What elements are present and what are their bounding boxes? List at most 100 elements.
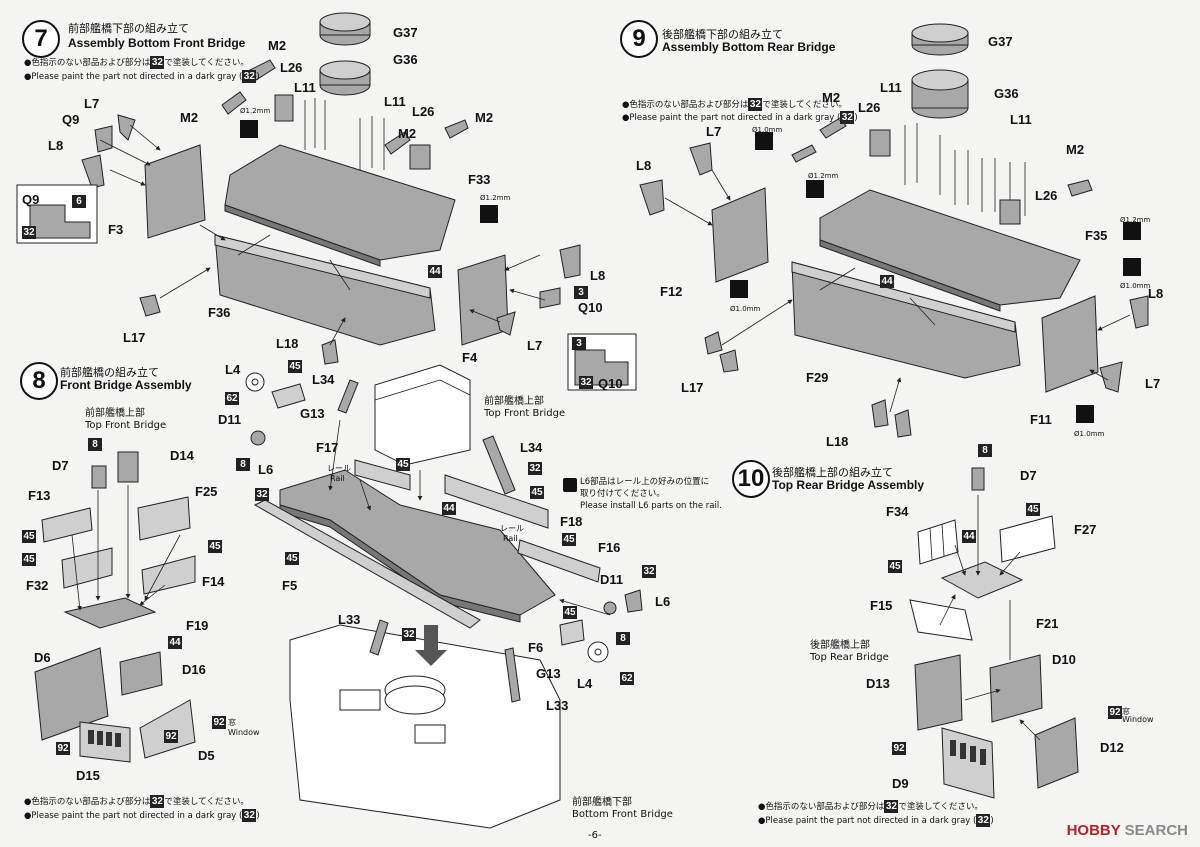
step-9-paint-note-en: ●Please paint the part not directed in a… — [622, 111, 858, 124]
window-label-jp-2: 窓 — [1122, 707, 1130, 716]
top-rear-bridge-jp: 後部艦橋上部 — [810, 640, 870, 651]
part-label: L7 — [706, 124, 722, 139]
part-label: F12 — [660, 284, 683, 299]
paint-code-badge: 8 — [978, 444, 992, 457]
paint-code-badge: 44 — [428, 265, 442, 278]
hobbysearch-watermark: HOBBY SEARCH — [1067, 822, 1188, 839]
page-number: -6- — [588, 830, 602, 841]
part-label: D13 — [866, 676, 890, 691]
paint-code-badge: 8 — [616, 632, 630, 645]
part-label: G13 — [536, 666, 561, 681]
part-label: L17 — [681, 380, 704, 395]
paint-code-badge: 45 — [285, 552, 299, 565]
paint-code-badge: 92 — [164, 730, 178, 743]
paint-code-badge: 44 — [442, 502, 456, 515]
step-7-title-en: Assembly Bottom Front Bridge — [68, 36, 246, 50]
bottom-front-bridge-jp: 前部艦橋下部 — [572, 797, 632, 808]
part-label: L26 — [280, 60, 303, 75]
top-front-bridge-jp-left: 前部艦橋上部 — [85, 408, 145, 419]
part-label: L6 — [655, 594, 671, 609]
rail-note-jp-1: L6部品はレール上の好みの位置に — [580, 477, 710, 487]
step-8-number: 8 — [20, 362, 58, 400]
part-label: F27 — [1074, 522, 1097, 537]
drill-size-8: Ø1.0mm — [1074, 430, 1105, 438]
part-label: F4 — [462, 350, 478, 365]
part-label: G36 — [393, 52, 418, 67]
paint-code-badge: 92 — [892, 742, 906, 755]
paint-code-badge: 92 — [212, 716, 226, 729]
rail-label-jp-2: レール — [500, 524, 524, 533]
part-label: D9 — [892, 776, 909, 791]
hobby-text: HOBBY — [1066, 822, 1121, 839]
paint-code-badge: 44 — [168, 636, 182, 649]
part-label: D7 — [52, 458, 69, 473]
drill-size-4: Ø1.2mm — [808, 172, 839, 180]
step-7-paint-note-en: ●Please paint the part not directed in a… — [24, 70, 260, 83]
part-label: Q10 — [578, 300, 603, 315]
rail-label-en-2: Rail — [503, 534, 518, 543]
part-label: L11 — [880, 80, 902, 95]
top-front-bridge-en-left: Top Front Bridge — [85, 420, 167, 431]
paint-code-badge: 32 — [642, 565, 656, 578]
paint-code-badge: 8 — [88, 438, 102, 451]
part-label: F6 — [528, 640, 544, 655]
part-label: D5 — [198, 748, 215, 763]
part-label: L8 — [48, 138, 64, 153]
step-10-paint-note-jp: ●色指示のない部品および部分は32で塗装してください。 — [758, 800, 983, 813]
paint-code-badge: 32 — [255, 488, 269, 501]
paint-code-badge: 45 — [1026, 503, 1040, 516]
top-front-bridge-jp: 前部艦橋上部 — [484, 396, 544, 407]
part-label: L8 — [590, 268, 606, 283]
part-label: Q9 — [22, 192, 40, 207]
paint-code-badge: 45 — [563, 606, 577, 619]
drill-size-5: Ø1.0mm — [730, 305, 761, 313]
part-label: G37 — [393, 25, 418, 40]
paint-code-badge: 8 — [236, 458, 250, 471]
part-label: G36 — [994, 86, 1019, 101]
part-label: L26 — [412, 104, 435, 119]
paint-code-badge: 45 — [396, 458, 410, 471]
paint-code-badge: 45 — [22, 530, 36, 543]
drill-size-7: Ø1.0mm — [1120, 282, 1151, 290]
part-label: L7 — [84, 96, 100, 111]
part-label: D16 — [182, 662, 206, 677]
step-10-number: 10 — [732, 460, 770, 498]
window-label-jp-1: 窓 — [228, 718, 236, 727]
paint-code-badge: 45 — [888, 560, 902, 573]
part-label: F15 — [870, 598, 893, 613]
paint-code-badge: 45 — [288, 360, 302, 373]
paint-code-badge: 44 — [880, 275, 894, 288]
drill-size-1: Ø1.2mm — [240, 107, 271, 115]
bottom-front-bridge-en: Bottom Front Bridge — [572, 809, 673, 820]
part-label: L11 — [294, 80, 316, 95]
rail-note-jp-2: 取り付けてください。 — [580, 489, 665, 499]
step-7-title-jp: 前部艦橋下部の組み立て — [68, 22, 189, 35]
part-label: F29 — [806, 370, 829, 385]
paint-code-badge: 92 — [1108, 706, 1122, 719]
part-label: F35 — [1085, 228, 1108, 243]
part-label: D7 — [1020, 468, 1037, 483]
window-label-en-2: Window — [1122, 715, 1154, 724]
part-label: F19 — [186, 618, 209, 633]
step-8-paint-note-jp: ●色指示のない部品および部分は32で塗装してください。 — [24, 795, 249, 808]
part-label: D11 — [218, 412, 242, 427]
part-label: L34 — [520, 440, 543, 455]
step-10-paint-note-en: ●Please paint the part not directed in a… — [758, 814, 994, 827]
part-label: D12 — [1100, 740, 1124, 755]
part-label: F32 — [26, 578, 49, 593]
part-label: L11 — [384, 94, 406, 109]
drill-size-3: Ø1.0mm — [752, 126, 783, 134]
paint-code-badge: 32 — [528, 462, 542, 475]
paint-code-badge: 44 — [962, 530, 976, 543]
part-label: Q9 — [62, 112, 80, 127]
part-label: G13 — [300, 406, 325, 421]
step-8-title-en: Front Bridge Assembly — [60, 378, 192, 392]
part-label: L6 — [258, 462, 274, 477]
part-label: M2 — [180, 110, 199, 125]
part-label: L8 — [636, 158, 652, 173]
part-label: F14 — [202, 574, 225, 589]
rail-label-jp-1: レール — [327, 464, 351, 473]
part-label: F25 — [195, 484, 218, 499]
step-7-paint-note-jp: ●色指示のない部品および部分は32で塗装してください。 — [24, 56, 249, 69]
